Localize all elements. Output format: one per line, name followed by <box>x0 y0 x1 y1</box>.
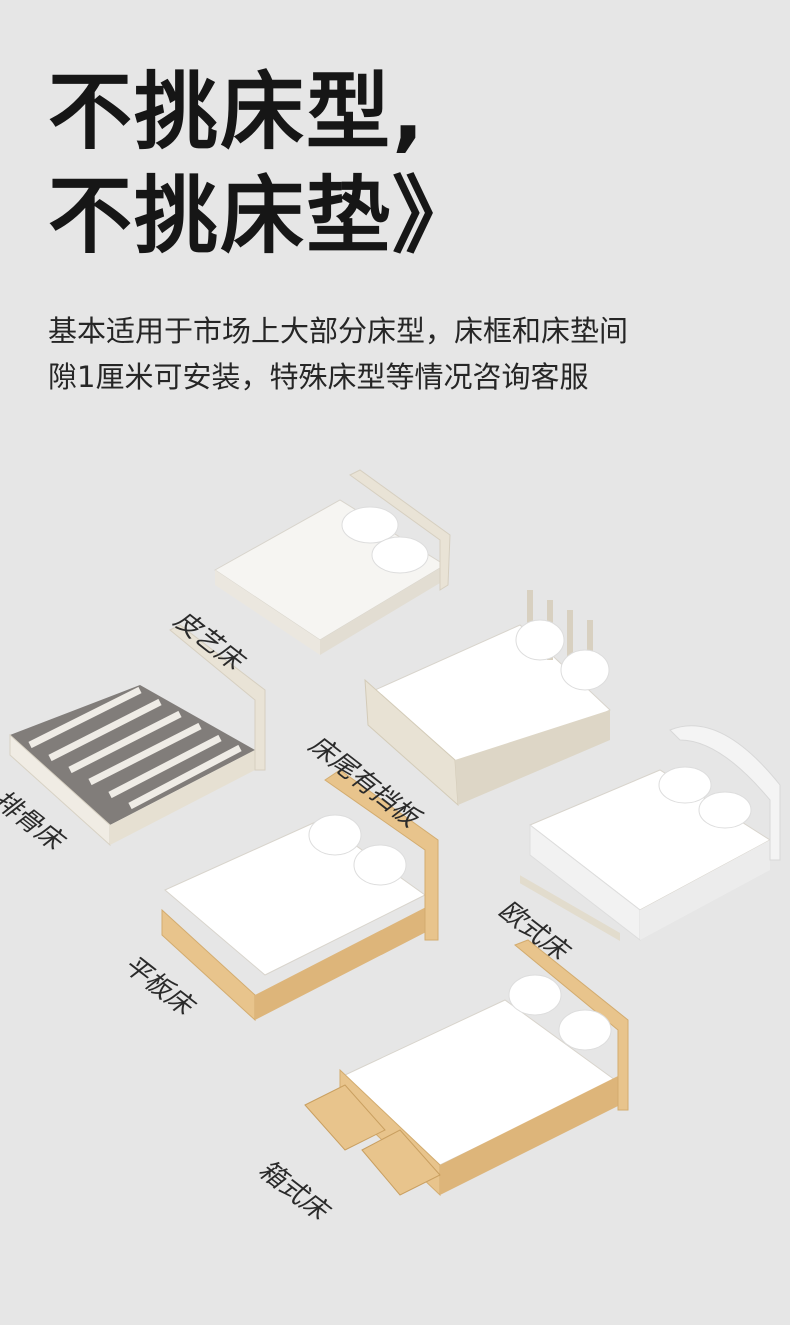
leather-bed-image <box>214 469 451 655</box>
bed-types-graphic <box>9 469 781 1197</box>
headline: 不挑床型, 不挑床垫》 <box>48 60 478 268</box>
footboard-bed-image <box>364 590 620 941</box>
storage-bed-image <box>304 939 629 1197</box>
headline-line-1: 不挑床型, <box>48 63 426 161</box>
subtitle-line-1: 基本适用于市场上大部分床型，床框和床垫间 <box>48 314 629 348</box>
subtitle-line-2: 隙1厘米可安装，特殊床型等情况咨询客服 <box>48 360 589 394</box>
platform-bed-image <box>161 769 439 1022</box>
subtitle: 基本适用于市场上大部分床型，床框和床垫间 隙1厘米可安装，特殊床型等情况咨询客服 <box>48 308 748 400</box>
bed-illustration: 皮艺床 床尾有挡板 排骨床 欧式床 平板床 箱式床 <box>0 440 790 1325</box>
european-bed-image <box>529 725 781 942</box>
slatted-bed-image <box>9 624 266 847</box>
headline-line-2: 不挑床垫》 <box>48 167 479 265</box>
